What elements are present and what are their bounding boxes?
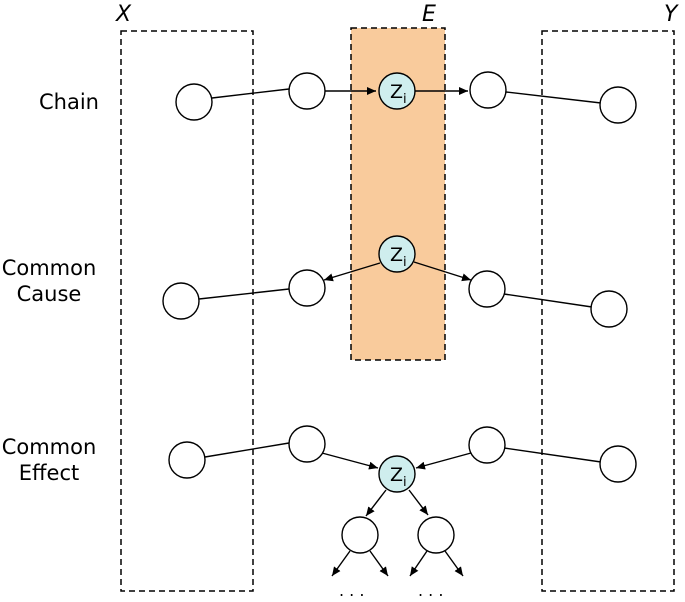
set-e-label: E — [422, 2, 436, 27]
row-label-common-cause: Common Cause — [0, 255, 98, 307]
set-x-label: X — [116, 2, 132, 27]
cause-z-subscript: i — [403, 255, 407, 270]
chain-node-b — [469, 71, 507, 109]
effect-z-label: Zi — [390, 464, 407, 490]
cause-node-y — [590, 290, 628, 328]
effect-edge-c-to-left — [331, 550, 351, 577]
effect-edge-b-to-y — [503, 447, 602, 463]
cause-z-letter: Z — [390, 244, 403, 266]
chain-z-letter: Z — [390, 81, 403, 103]
ellipsis-right: . . . — [418, 581, 443, 600]
effect-edge-d-to-right — [444, 550, 464, 577]
row-label-common-effect-line1: Common — [1, 435, 97, 459]
set-y-label: Y — [664, 2, 678, 27]
effect-edge-c-to-right — [369, 550, 389, 577]
effect-node-y — [599, 445, 637, 483]
effect-node-d — [417, 516, 455, 554]
cause-edge-z-to-b — [413, 261, 472, 282]
effect-edge-z-to-d — [408, 489, 429, 516]
effect-edge-d-to-left — [409, 550, 428, 577]
effect-node-b — [468, 426, 506, 464]
cause-edge-z-to-a — [323, 262, 381, 282]
effect-z-subscript: i — [403, 475, 407, 490]
chain-node-z — [378, 72, 416, 110]
row-label-common-effect: Common Effect — [0, 434, 98, 486]
effect-edge-a-to-z — [321, 452, 379, 470]
effect-node-a — [288, 425, 326, 463]
row-label-common-cause-line1: Common — [1, 256, 97, 280]
ellipsis-left: . . . — [339, 581, 364, 600]
row-label-chain: Chain — [30, 89, 108, 115]
chain-edge-b-to-y — [505, 91, 602, 104]
effect-node-z — [378, 455, 416, 493]
row-label-common-cause-line2: Cause — [16, 282, 82, 306]
cause-node-x — [162, 282, 200, 320]
effect-z-letter: Z — [390, 464, 403, 486]
cause-edge-x-to-a — [198, 288, 290, 300]
cause-node-z — [378, 235, 416, 273]
effect-node-x — [168, 441, 206, 479]
effect-edge-x-to-a — [204, 442, 290, 458]
cause-node-b — [468, 270, 506, 308]
effect-edge-b-to-z — [415, 452, 472, 470]
effect-edge-z-to-c — [365, 489, 387, 517]
chain-node-y — [599, 86, 637, 124]
chain-edge-x-to-a — [211, 88, 290, 99]
chain-node-a — [288, 72, 326, 110]
effect-node-c — [341, 516, 379, 554]
row-label-common-effect-line2: Effect — [18, 461, 80, 485]
cause-edge-b-to-y — [503, 293, 593, 308]
chain-z-label: Zi — [390, 81, 407, 107]
cause-node-a — [288, 269, 326, 307]
cause-z-label: Zi — [390, 244, 407, 270]
chain-node-x — [175, 83, 213, 121]
set-x-box — [120, 30, 254, 592]
row-label-chain-text: Chain — [39, 90, 99, 114]
set-y-box — [541, 30, 675, 592]
chain-z-subscript: i — [403, 92, 407, 107]
